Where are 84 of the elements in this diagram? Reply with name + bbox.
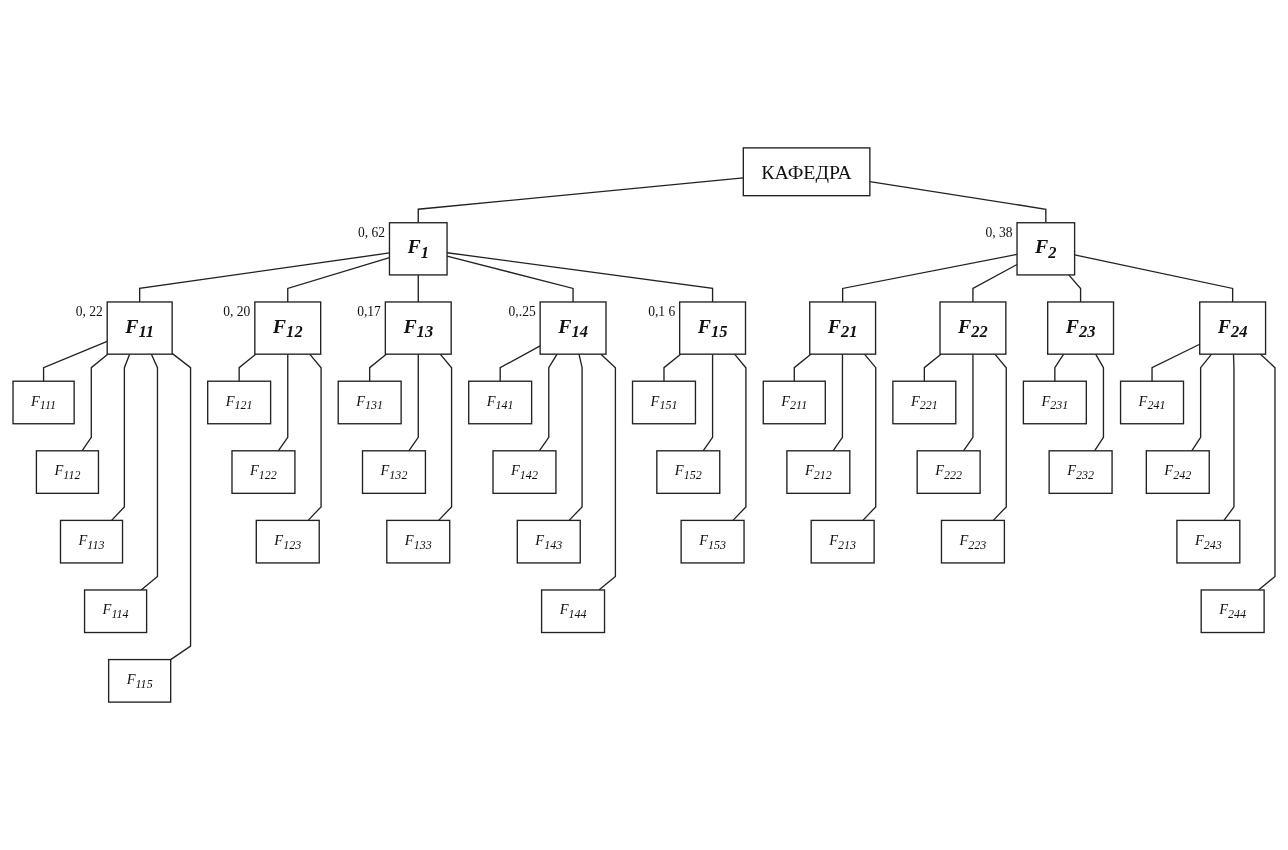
connector-line: [408, 353, 419, 452]
weight-label: 0, 20: [223, 304, 251, 320]
factor-box: F$_{12}$: [254, 301, 322, 355]
factor-box: F$_{114}$: [83, 589, 148, 634]
factor-box: F$_{15}$: [679, 301, 747, 355]
connector-line: [598, 353, 617, 591]
weight-label: 0,1 6: [648, 304, 676, 320]
connector-line: [869, 181, 1047, 224]
connector-line: [238, 353, 257, 382]
connector-line: [962, 353, 974, 452]
connector-line: [992, 353, 1007, 522]
connector-line: [1191, 353, 1213, 452]
connector-line: [793, 353, 812, 382]
weight-label: 0, 62: [357, 225, 385, 241]
connector-line: [499, 345, 541, 382]
weight-label: 0, 38: [985, 225, 1013, 241]
factor-box: F$_{1}$: [388, 222, 448, 276]
factor-box: F$_{111}$: [12, 380, 75, 425]
connector-line: [702, 353, 714, 452]
connector-line: [841, 253, 1018, 303]
factor-box: F$_{23}$: [1047, 301, 1115, 355]
factor-box: F$_{223}$: [940, 519, 1006, 564]
weight-label: 0,.25: [508, 304, 536, 320]
connector-line: [110, 353, 131, 522]
connector-line: [140, 353, 159, 591]
factor-box: F$_{113}$: [59, 519, 124, 564]
connector-line: [1068, 274, 1082, 303]
factor-box: F$_{142}$: [492, 450, 557, 494]
factor-box: F$_{211}$: [762, 380, 826, 425]
connector-line: [1093, 353, 1105, 452]
factor-box: F$_{122}$: [231, 450, 296, 494]
connector-line: [568, 353, 583, 522]
department-box: КАФЕДРА: [742, 147, 871, 197]
connector-line: [1223, 353, 1235, 522]
connector-line: [170, 352, 192, 661]
connector-line: [81, 353, 109, 452]
connector-line: [417, 274, 419, 303]
factor-box: F$_{123}$: [255, 519, 320, 564]
connector-line: [923, 353, 942, 382]
connector-line: [307, 353, 322, 522]
factor-box: F$_{133}$: [386, 519, 451, 564]
factor-box: F$_{144}$: [540, 589, 606, 634]
weight-label: 0, 22: [75, 304, 103, 320]
connector-line: [369, 353, 387, 382]
factor-box: F$_{231}$: [1022, 380, 1087, 425]
factor-box: F$_{21}$: [809, 301, 877, 355]
factor-box: F$_{22}$: [939, 301, 1007, 355]
factor-box: F$_{24}$: [1199, 301, 1267, 355]
factor-box: F$_{221}$: [892, 380, 957, 425]
factor-box: F$_{212}$: [786, 450, 851, 494]
connector-line: [42, 340, 108, 382]
factor-box: F$_{153}$: [680, 519, 745, 564]
factor-box: F$_{121}$: [207, 380, 272, 425]
connector-line: [538, 353, 558, 452]
factor-box: F$_{242}$: [1145, 450, 1210, 494]
weight-label: 0,17: [357, 304, 381, 320]
connector-line: [277, 353, 289, 452]
factor-box: F$_{141}$: [468, 380, 533, 425]
connector-line: [417, 177, 744, 224]
factor-box: F$_{143}$: [516, 519, 581, 564]
connector-line: [862, 353, 877, 522]
factor-box: F$_{115}$: [107, 658, 172, 703]
factor-box: F$_{112}$: [35, 450, 100, 494]
connector-line: [663, 353, 682, 382]
factor-box: F$_{151}$: [631, 380, 697, 425]
factor-box: F$_{241}$: [1119, 380, 1185, 425]
factor-box: F$_{244}$: [1200, 589, 1265, 634]
connector-line: [1257, 353, 1276, 591]
factor-box: F$_{13}$: [384, 301, 452, 355]
connector-line: [1054, 353, 1065, 382]
factor-box: F$_{222}$: [916, 450, 981, 494]
factor-box: F$_{2}$: [1016, 222, 1076, 276]
factor-box: F$_{243}$: [1176, 519, 1241, 564]
connector-line: [732, 353, 747, 522]
connector-line: [437, 353, 453, 522]
factor-box: F$_{213}$: [810, 519, 875, 564]
connector-line: [832, 353, 844, 452]
factor-box: F$_{152}$: [656, 450, 721, 494]
factor-box: F$_{131}$: [337, 380, 402, 425]
connector-line: [972, 263, 1018, 303]
factor-box: F$_{14}$: [539, 301, 607, 355]
factor-box: F$_{232}$: [1048, 450, 1113, 494]
factor-box: F$_{132}$: [361, 450, 427, 494]
factor-box: F$_{11}$: [106, 301, 173, 355]
